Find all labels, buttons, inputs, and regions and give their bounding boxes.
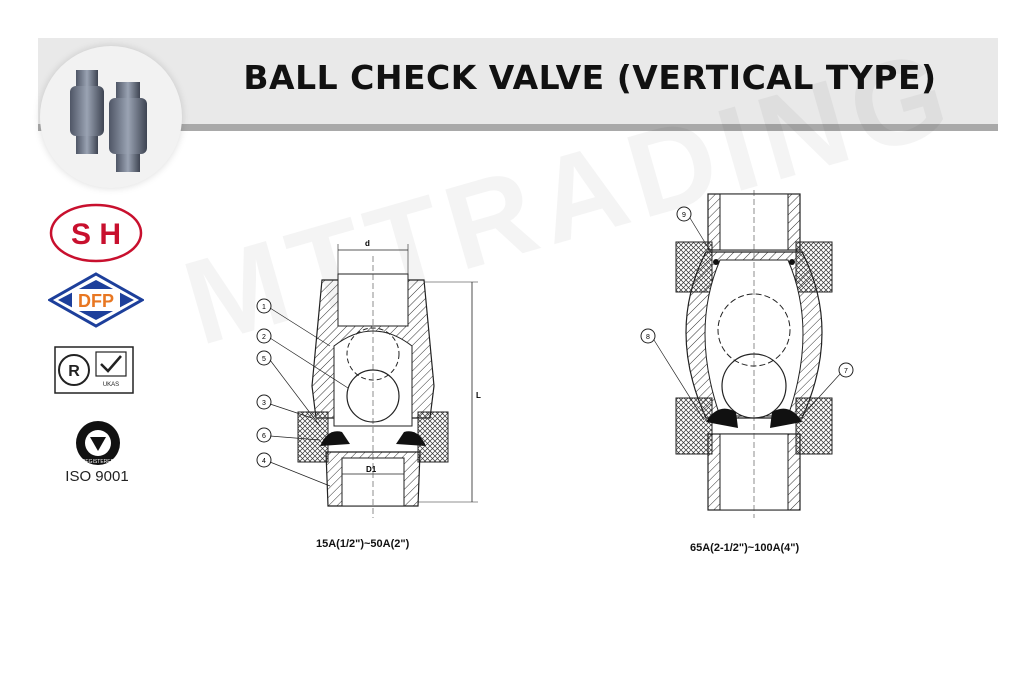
valve-diagram-small: d D1 L 1 2 5 3 6 4 (256, 239, 481, 518)
svg-text:4: 4 (262, 458, 266, 465)
caption-large: 65A(2-1/2")~100A(4") (690, 542, 800, 554)
caption-small: 15A(1/2")~50A(2") (316, 538, 410, 550)
part-callout-7: 7 (801, 362, 854, 417)
part-callout-4: 4 (256, 452, 331, 487)
dimension-d-label: d (365, 239, 370, 248)
svg-text:8: 8 (646, 334, 650, 341)
part-callout-5: 5 (256, 350, 321, 427)
product-photo (40, 46, 182, 188)
svg-text:R: R (68, 363, 80, 380)
valve-diagram-large: 9 8 7 (640, 190, 854, 518)
header-bar (38, 38, 998, 124)
iso-seal: REGISTERED (70, 418, 126, 473)
part-callout-3: 3 (256, 394, 313, 419)
svg-text:5: 5 (262, 356, 266, 363)
part-callout-6: 6 (256, 427, 321, 443)
ukas-text: UKAS (103, 382, 119, 388)
page-title: BALL CHECK VALVE (VERTICAL TYPE) (243, 58, 937, 97)
valve-product-icon (70, 70, 147, 172)
registered-text: REGISTERED (82, 459, 115, 465)
dimension-d1-label: D1 (366, 465, 377, 474)
svg-text:3: 3 (262, 400, 266, 407)
part-callout-9: 9 (676, 206, 713, 255)
ukas-logo: R UKAS (54, 346, 134, 399)
sh-logo: S H (48, 202, 144, 269)
iso-label: ISO 9001 (65, 468, 129, 485)
header-rule (38, 124, 998, 131)
part-callout-2: 2 (256, 328, 349, 389)
dimension-l-label: L (476, 391, 481, 400)
svg-text:9: 9 (682, 212, 686, 219)
part-callout-8: 8 (640, 328, 705, 421)
check-icon (100, 355, 122, 373)
svg-text:6: 6 (262, 433, 266, 440)
svg-text:2: 2 (262, 334, 266, 341)
part-callout-1: 1 (256, 298, 331, 347)
dfp-logo: DFP (46, 272, 146, 333)
svg-text:7: 7 (844, 368, 848, 375)
svg-text:1: 1 (262, 304, 266, 311)
sh-logo-text: S H (71, 218, 121, 251)
dfp-logo-text: DFP (78, 291, 114, 311)
